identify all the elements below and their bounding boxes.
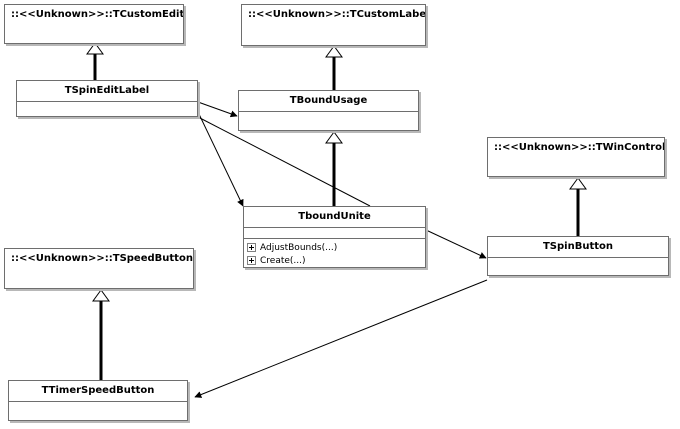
class-name: TSpinEditLabel <box>64 85 150 96</box>
association-tspineditlabel-tboundunite-2 <box>197 116 371 207</box>
class-name: TboundUnite <box>298 211 371 222</box>
generalization-tboundunite-tboundusage <box>325 131 343 206</box>
class-tboundusage[interactable]: TBoundUsage <box>238 90 419 131</box>
attributes-section <box>17 101 197 112</box>
operation-label: Create(...) <box>260 255 306 266</box>
class-tspineditlabel[interactable]: TSpinEditLabel <box>16 80 198 117</box>
association-tspinbutton-ttimerspeedbutton <box>194 279 488 398</box>
class-tspeedbutton[interactable]: ::<<Unknown>>::TSpeedButton <box>4 248 194 289</box>
generalization-ttimerspeedbutton-tspeedbutton <box>92 289 110 380</box>
class-twincontrol[interactable]: ::<<Unknown>>::TWinControl <box>487 137 665 177</box>
operation-label: AdjustBounds(...) <box>260 242 338 253</box>
class-name: TBoundUsage <box>289 95 368 106</box>
class-name: ::<<Unknown>>::TCustomEdit <box>11 9 183 20</box>
generalization-tspineditlabel-tcustomedit <box>86 42 104 80</box>
attributes-section <box>239 111 418 122</box>
class-name: TSpinButton <box>542 241 614 252</box>
class-tcustomlabel[interactable]: ::<<Unknown>>::TCustomLabel <box>241 4 426 46</box>
class-name: TTimerSpeedButton <box>41 385 155 396</box>
association-tspineditlabel-tboundusage <box>197 101 238 118</box>
class-name: ::<<Unknown>>::TCustomLabel <box>248 9 425 20</box>
operation-adjustbounds[interactable]: AdjustBounds(...) <box>247 241 422 254</box>
class-ttimerspeedbutton[interactable]: TTimerSpeedButton <box>8 380 188 421</box>
operation-create[interactable]: Create(...) <box>247 254 422 267</box>
association-tboundunite-tspinbutton <box>425 229 487 259</box>
attributes-section <box>9 401 187 412</box>
attributes-section <box>244 227 425 238</box>
class-tboundunite[interactable]: TboundUnite AdjustBounds(...) Create(...… <box>243 206 426 268</box>
public-method-icon <box>247 256 256 265</box>
generalization-tspinbutton-twincontrol <box>569 177 587 236</box>
operations-section: AdjustBounds(...) Create(...) <box>244 238 425 270</box>
class-tcustomedit[interactable]: ::<<Unknown>>::TCustomEdit <box>4 4 184 44</box>
attributes-section <box>488 257 668 268</box>
public-method-icon <box>247 243 256 252</box>
class-tspinbutton[interactable]: TSpinButton <box>487 236 669 276</box>
class-name: ::<<Unknown>>::TWinControl <box>494 142 664 153</box>
generalization-tboundusage-tcustomlabel <box>325 45 343 90</box>
association-tspineditlabel-tboundunite <box>197 111 244 207</box>
class-name: ::<<Unknown>>::TSpeedButton <box>11 253 193 264</box>
